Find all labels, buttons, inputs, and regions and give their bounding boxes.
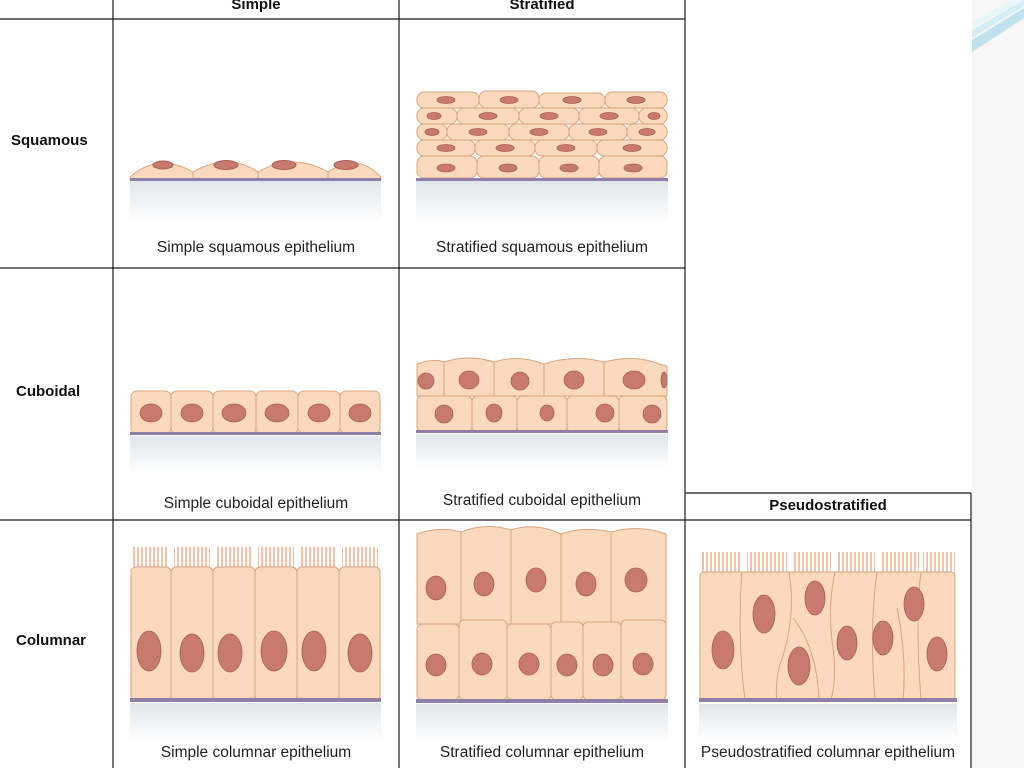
- caption-stratified-squamous: Stratified squamous epithelium: [436, 239, 648, 256]
- caption-stratified-columnar: Stratified columnar epithelium: [439, 744, 645, 761]
- row-label-squamous: Squamous: [11, 132, 88, 149]
- simple-squamous-illustration: [129, 160, 382, 222]
- caption-simple-cuboidal: Simple cuboidal epithelium: [163, 495, 349, 512]
- corner-decoration: [972, 0, 1024, 52]
- caption-simple-columnar: Simple columnar epithelium: [160, 744, 352, 761]
- column-header-simple: Simple: [231, 0, 281, 13]
- column-header-stratified: Stratified: [509, 0, 575, 13]
- stratified-cuboidal-illustration: [416, 357, 668, 468]
- simple-cuboidal-illustration: [130, 390, 381, 474]
- caption-stratified-cuboidal: Stratified cuboidal epithelium: [442, 492, 642, 509]
- column-header-pseudostratified: Pseudostratified: [769, 497, 887, 514]
- pseudostratified-columnar-illustration: [699, 552, 957, 740]
- right-margin-strip: [972, 0, 1024, 768]
- stratified-squamous-illustration: [416, 90, 668, 223]
- row-label-columnar: Columnar: [16, 632, 87, 649]
- row-label-cuboidal: Cuboidal: [16, 383, 81, 400]
- caption-simple-squamous: Simple squamous epithelium: [156, 239, 356, 256]
- simple-columnar-illustration: [130, 547, 381, 741]
- stratified-columnar-illustration: [416, 526, 668, 742]
- caption-pseudostratified-columnar: Pseudostratified columnar epithelium: [700, 744, 956, 761]
